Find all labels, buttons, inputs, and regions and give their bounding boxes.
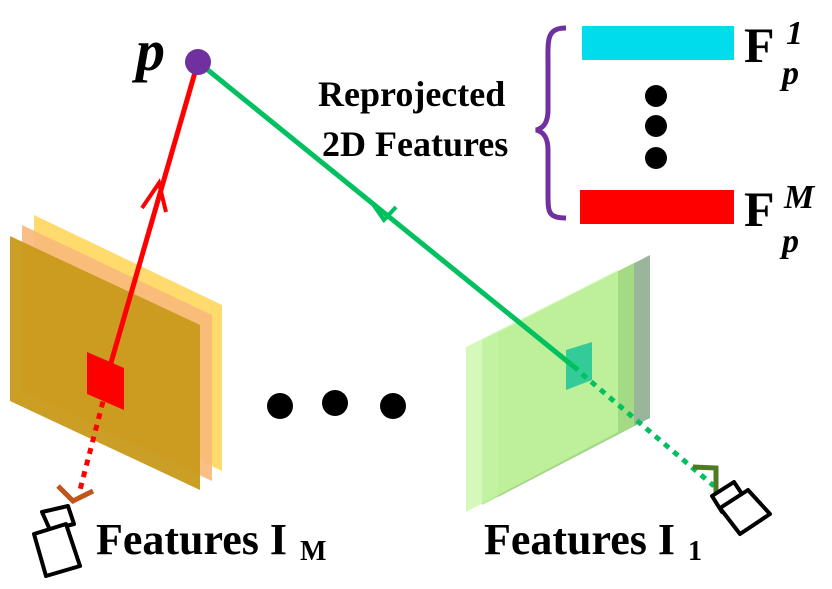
features-brace <box>535 25 567 221</box>
left-dotted-ray <box>77 389 109 491</box>
left-caption-sub: M <box>300 536 326 567</box>
right-caption-sub: 1 <box>688 536 702 567</box>
point-p-marker <box>185 49 211 75</box>
left-camera-icon <box>32 504 82 578</box>
reprojected-line-2: 2D Features <box>322 124 508 164</box>
ellipsis-dots <box>267 390 406 419</box>
right-caption: Features I <box>484 515 675 564</box>
left-ray <box>103 61 201 381</box>
left-ray-arrow <box>140 178 168 213</box>
left-patch <box>87 352 124 410</box>
feature-bar-top <box>582 26 734 60</box>
feature-top-sup: 1 <box>786 15 803 52</box>
left-camera-arrowhead <box>56 484 95 505</box>
vertical-ellipsis <box>645 85 667 169</box>
right-dotted-ray <box>580 372 716 488</box>
feature-top-sub: p <box>779 55 799 92</box>
feature-bottom-sub: p <box>779 223 799 260</box>
right-camera-icon <box>710 480 772 536</box>
feature-bottom-base: F <box>744 181 775 237</box>
right-plane-front <box>466 270 618 512</box>
feature-top-base: F <box>744 17 775 73</box>
feature-bar-bottom <box>580 190 734 224</box>
left-caption: Features I <box>96 515 287 564</box>
feature-bottom-sup: M <box>783 179 816 216</box>
point-label: p <box>131 18 165 83</box>
reprojected-line-1: Reprojected <box>318 74 505 114</box>
right-feature-stack <box>466 255 650 512</box>
right-ray-arrow <box>370 201 398 224</box>
right-camera-arrowhead <box>692 464 719 496</box>
